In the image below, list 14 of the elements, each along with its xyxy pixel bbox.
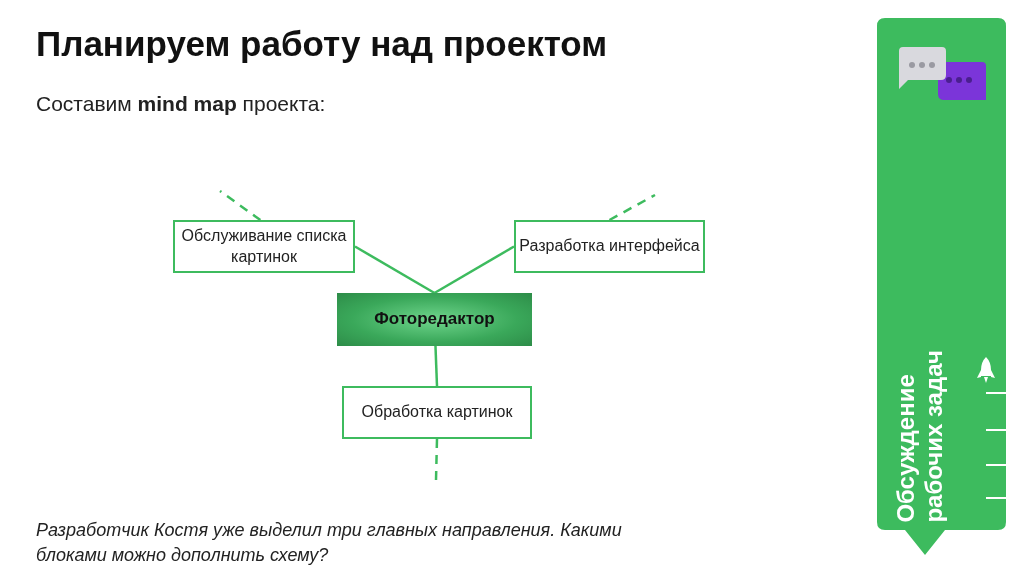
sidebar-title: Обсуждение рабочих задач: [892, 349, 948, 523]
topic-box: Разработка интерфейса: [514, 220, 705, 273]
topic-box: Обработка картинок: [342, 386, 532, 439]
dashed-branch-line: [608, 193, 656, 222]
topic-box: Обслуживание списка картинок: [173, 220, 355, 273]
subtitle: Составим mind map проекта:: [36, 92, 326, 116]
branch-line: [433, 245, 515, 295]
dashed-branch-line: [434, 438, 439, 481]
dashed-branch-line: [219, 190, 262, 221]
branch-line: [434, 345, 439, 387]
question-text: Разработчик Костя уже выделил три главных направления. Какими блоками можно дополнить схему?: [36, 519, 623, 568]
branch-line: [354, 245, 436, 295]
central-topic-box: Фоторедактор: [337, 293, 532, 346]
slide-title: Планируем работу над проектом: [36, 24, 608, 64]
